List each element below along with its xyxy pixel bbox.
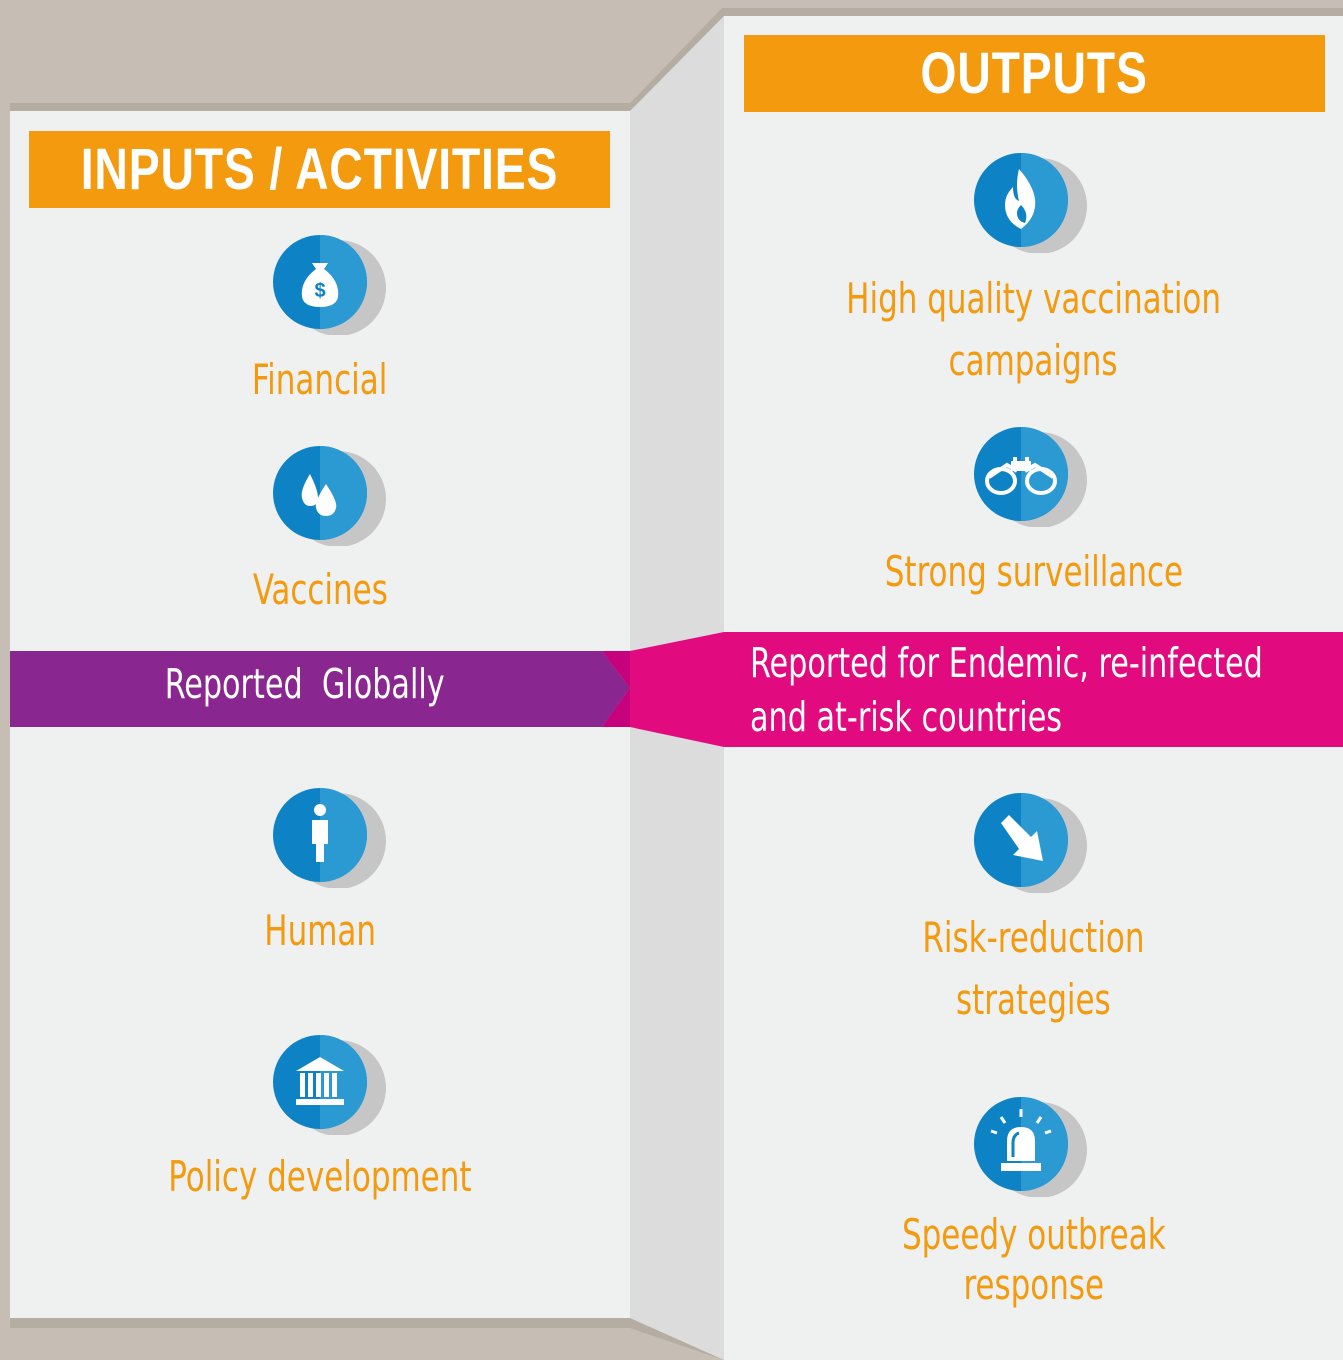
arrow-down-right-icon (974, 793, 1087, 893)
inputs-label-policy: Policy development (168, 1152, 472, 1201)
inputs-header-label: INPUTS / ACTIVITIES (80, 137, 559, 202)
inputs-label-financial: Financial (252, 355, 388, 404)
person-icon (273, 788, 386, 888)
svg-text:$: $ (314, 280, 325, 302)
drops-icon (273, 446, 386, 546)
outputs-header-label: OUTPUTS (920, 41, 1149, 106)
alarm-siren-icon (974, 1097, 1087, 1197)
inputs-label-vaccines: Vaccines (252, 565, 388, 614)
binoculars-icon (974, 427, 1087, 527)
inputs-label-human: Human (264, 906, 376, 955)
money-bag-icon: $ (273, 235, 386, 335)
outputs-header: OUTPUTS (744, 35, 1325, 112)
flame-icon (974, 153, 1087, 253)
government-building-icon (273, 1035, 386, 1135)
band-reported-globally: Reported Globally (165, 660, 445, 708)
outputs-label-surveillance: Strong surveillance (884, 547, 1183, 596)
inputs-header: INPUTS / ACTIVITIES (29, 131, 610, 208)
